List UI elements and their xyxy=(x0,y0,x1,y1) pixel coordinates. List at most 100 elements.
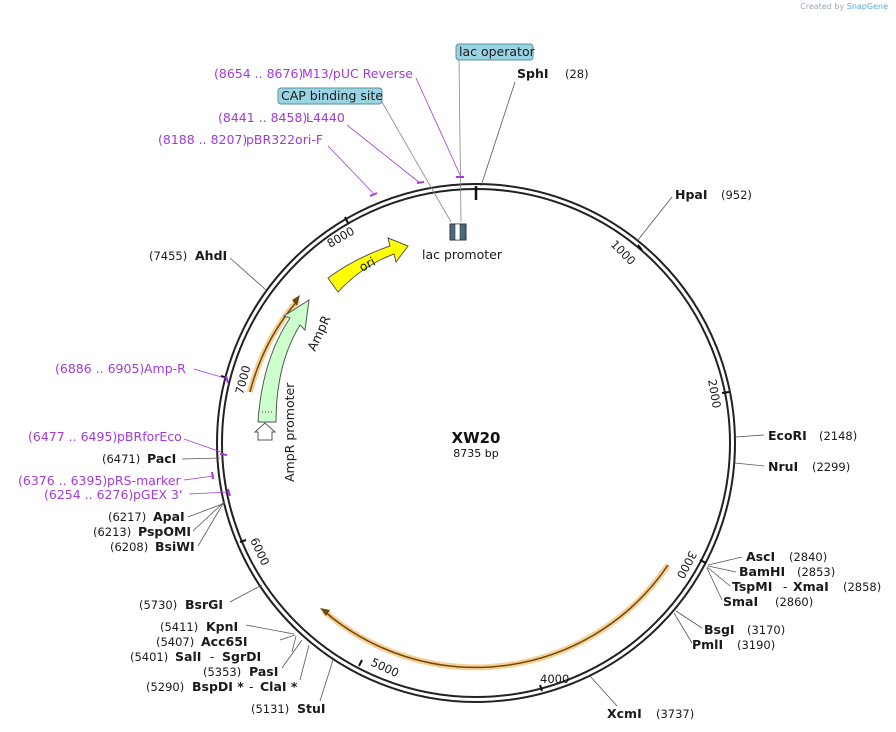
enzyme-ahdi: AhdI xyxy=(195,248,227,263)
enzyme-leader-paci xyxy=(181,457,221,460)
enzyme-tspmi-sep: - xyxy=(783,579,788,594)
plasmid-length: 8735 bp xyxy=(453,447,498,460)
enzyme-bspdi-sep: - xyxy=(249,679,254,694)
enzyme-stui: StuI xyxy=(297,701,326,716)
orf-highlight-bottom xyxy=(322,563,671,671)
enzyme-leader-apai xyxy=(187,502,226,518)
ampR-label: AmpR xyxy=(304,313,334,353)
enzyme-bamhi: BamHI xyxy=(739,564,785,579)
enzyme-leader-hpai xyxy=(637,196,673,241)
enzyme-bspdi: BspDI * xyxy=(192,679,244,694)
primer-mark-prs xyxy=(211,471,214,480)
ampR-promoter-label: AmpR promoter xyxy=(282,382,297,482)
primer-leader-l4440 xyxy=(346,124,421,184)
enzyme-stui-pos: (5131) xyxy=(251,702,289,716)
enzyme-bsiwi: BsiWI xyxy=(155,539,195,554)
snapgene-logo-text: SnapGene xyxy=(846,2,888,11)
primer-pbr322-pos: (8188 .. 8207) xyxy=(158,132,247,147)
enzyme-leader-smai xyxy=(706,567,723,601)
enzyme-smai-pos: (2860) xyxy=(775,595,813,609)
primer-pbrforeco-pos: (6477 .. 6495) xyxy=(28,429,117,444)
enzyme-leader-ecori xyxy=(734,434,765,438)
primer-mark-pgex xyxy=(227,488,231,497)
enzyme-asci-pos: (2840) xyxy=(789,550,827,564)
enzyme-hpai: HpaI xyxy=(675,187,708,202)
enzyme-leader-pmli xyxy=(673,612,693,644)
primer-pgex: pGEX 3' xyxy=(133,487,182,502)
lac-operator-leader xyxy=(458,59,462,223)
primer-pbrforeco: pBRforEco xyxy=(117,429,182,444)
orf-left-arrowhead xyxy=(292,295,300,306)
enzyme-pasi: PasI xyxy=(249,664,278,679)
enzyme-acc65i-pos: (5407) xyxy=(156,635,194,649)
enzyme-sgrdi: SgrDI xyxy=(222,649,261,664)
enzyme-bamhi-pos: (2853) xyxy=(797,565,835,579)
primer-l4440: L4440 xyxy=(306,110,345,125)
enzyme-pasi-pos: (5353) xyxy=(203,665,241,679)
plasmid-name: XW20 xyxy=(452,429,501,447)
enzyme-bsrgi-pos: (5730) xyxy=(139,598,177,612)
orf-line-left xyxy=(249,299,299,393)
enzyme-acc65i: Acc65I xyxy=(201,634,248,649)
primer-mark-l4440 xyxy=(416,181,425,184)
orf-bottom-arrowhead xyxy=(320,608,330,616)
enzyme-leader-bspdi xyxy=(299,644,310,681)
cap-site-leader xyxy=(381,101,452,223)
orf-line-bottom xyxy=(323,564,669,669)
snapgene-credit: Created by SnapGene xyxy=(800,2,888,11)
enzyme-leader-bsiwi xyxy=(197,501,225,547)
enzyme-paci-pos: (6471) xyxy=(102,452,140,466)
enzyme-leader-bamhi xyxy=(707,565,737,573)
enzyme-leader-sphi xyxy=(480,81,516,187)
enzyme-xcmi: XcmI xyxy=(607,706,642,721)
primer-mark-ampr xyxy=(225,375,229,384)
lac-operator-label-box xyxy=(455,43,534,61)
primer-mark-pbrforeco xyxy=(219,453,228,456)
enzyme-pspomi: PspOMI xyxy=(138,524,191,539)
enzyme-asci: AscI xyxy=(746,549,775,564)
cap-site-label: CAP binding site xyxy=(281,88,383,103)
tick-3000: 3000 xyxy=(674,549,700,581)
primer-m13-pos: (8654 .. 8676) xyxy=(214,66,303,81)
enzyme-hpai-pos: (952) xyxy=(721,188,752,202)
enzyme-xmai: XmaI xyxy=(793,579,829,594)
primer-pbr322: pBR322ori-F xyxy=(246,132,323,147)
created-by-text: Created by xyxy=(800,2,845,11)
tick-4000: 4000 xyxy=(540,672,569,686)
cap-site-label-box xyxy=(277,87,383,105)
enzyme-sphi-pos: (28) xyxy=(565,67,589,81)
enzyme-leader-pspomi xyxy=(192,501,225,532)
enzyme-bsrgi: BsrGI xyxy=(185,597,223,612)
enzyme-leader-stui xyxy=(319,659,334,702)
primer-leader-pgex xyxy=(188,491,231,495)
primer-leader-pbr322 xyxy=(327,145,374,194)
enzyme-xmai-pos: (2858) xyxy=(843,580,881,594)
enzyme-kpni-pos: (5411) xyxy=(160,620,198,634)
primer-mark-pbr322 xyxy=(369,192,378,197)
enzyme-nrui-pos: (2299) xyxy=(812,460,850,474)
enzyme-leader-bsrgi xyxy=(229,584,263,603)
enzyme-bsgi-pos: (3170) xyxy=(747,623,785,637)
primer-leader-pbrforeco xyxy=(183,438,222,453)
enzyme-smai: SmaI xyxy=(723,594,758,609)
enzyme-apai: ApaI xyxy=(153,509,185,524)
tick-2000: 2000 xyxy=(705,378,724,409)
backbone-outer xyxy=(216,183,736,703)
enzyme-sphi: SphI xyxy=(517,66,549,81)
enzyme-pspomi-pos: (6213) xyxy=(93,525,131,539)
enzyme-leader-pasi xyxy=(281,639,303,669)
primer-l4440-pos: (8441 .. 8458) xyxy=(218,110,307,125)
lac-operator-feature xyxy=(454,223,461,241)
enzyme-sali-pos: (5401) xyxy=(130,650,168,664)
enzyme-ahdi-pos: (7455) xyxy=(149,249,187,263)
enzyme-ecori: EcoRI xyxy=(768,428,807,443)
enzyme-ecori-pos: (2148) xyxy=(819,429,857,443)
primer-ampr-pos: (6886 .. 6905) xyxy=(55,361,144,376)
ampR-feature-arrow xyxy=(257,298,310,423)
enzyme-leader-kpni xyxy=(245,624,295,635)
primer-prs: pRS-marker xyxy=(107,473,182,488)
enzyme-leader-ahdi xyxy=(229,257,267,291)
enzyme-leader-asci xyxy=(707,556,743,566)
ori-feature-arrow xyxy=(327,237,409,293)
enzyme-sali-sep: - xyxy=(210,649,215,664)
